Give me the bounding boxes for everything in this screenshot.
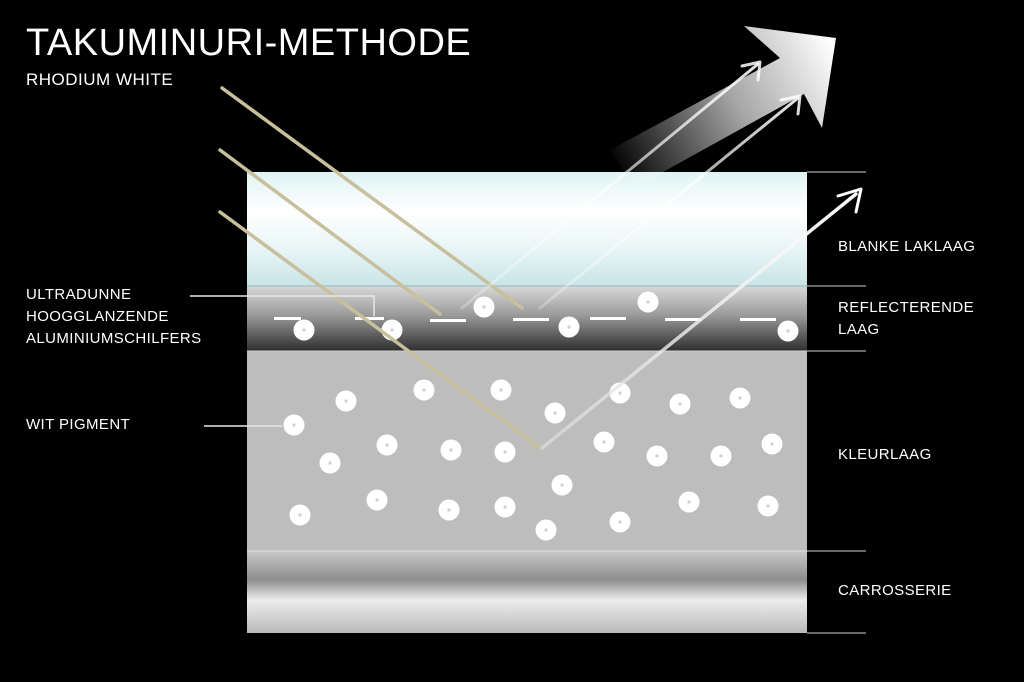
pigment-particle xyxy=(283,414,305,436)
aluminium-flakes xyxy=(274,317,776,322)
pigment-particle xyxy=(440,439,462,461)
pigment-callout: WIT PIGMENT xyxy=(26,416,131,433)
pigment-particle xyxy=(413,379,435,401)
pigment-particle xyxy=(558,316,580,338)
page-title: TAKUMINURI-METHODE xyxy=(26,22,472,64)
page-subtitle: RHODIUM WHITE xyxy=(26,70,174,89)
layer-divider-ticks xyxy=(807,171,866,634)
pigment-particle xyxy=(777,320,799,342)
pigment-particle xyxy=(490,379,512,401)
clear-coat-layer xyxy=(247,172,807,286)
incoming-light-rays xyxy=(218,86,542,450)
clear-coat-label: BLANKE LAKLAAG xyxy=(838,238,976,255)
reflection-arrow xyxy=(610,26,836,188)
body-layer-label: CARROSSERIE xyxy=(838,582,952,599)
flakes-callout-line3: ALUMINIUMSCHILFERS xyxy=(26,330,202,347)
pigment-particle xyxy=(335,390,357,412)
pigment-particle xyxy=(438,499,460,521)
pigment-particle xyxy=(761,433,783,455)
color-layer-label: KLEURLAAG xyxy=(838,446,932,463)
pigment-particle xyxy=(289,504,311,526)
pigment-particle xyxy=(535,519,557,541)
flakes-callout: ULTRADUNNE HOOGGLANZENDE ALUMINIUMSCHILF… xyxy=(26,284,202,350)
pigment-particle xyxy=(293,319,315,341)
pigment-particle xyxy=(473,296,495,318)
reflective-layer-label: REFLECTERENDE LAAG xyxy=(838,297,974,341)
pigment-particle xyxy=(319,452,341,474)
reflective-label-line2: LAAG xyxy=(838,321,880,338)
callout-leaders xyxy=(190,295,375,427)
pigment-particle xyxy=(376,434,398,456)
pigment-particle xyxy=(366,489,388,511)
pigment-particle xyxy=(729,387,751,409)
flakes-callout-line1: ULTRADUNNE xyxy=(26,286,132,303)
pigment-particle xyxy=(710,445,732,467)
pigment-particle xyxy=(544,402,566,424)
pigment-particle xyxy=(551,474,573,496)
pigment-particle xyxy=(593,431,615,453)
flakes-callout-line2: HOOGGLANZENDE xyxy=(26,308,169,325)
white-pigment-particles xyxy=(283,291,799,541)
pigment-particle xyxy=(494,496,516,518)
pigment-particle xyxy=(609,511,631,533)
pigment-particle xyxy=(669,393,691,415)
pigment-particle xyxy=(646,445,668,467)
pigment-particle xyxy=(678,491,700,513)
pigment-particle xyxy=(637,291,659,313)
pigment-particle xyxy=(757,495,779,517)
reflective-label-line1: REFLECTERENDE xyxy=(838,299,975,316)
body-layer xyxy=(247,551,807,633)
pigment-particle xyxy=(494,441,516,463)
